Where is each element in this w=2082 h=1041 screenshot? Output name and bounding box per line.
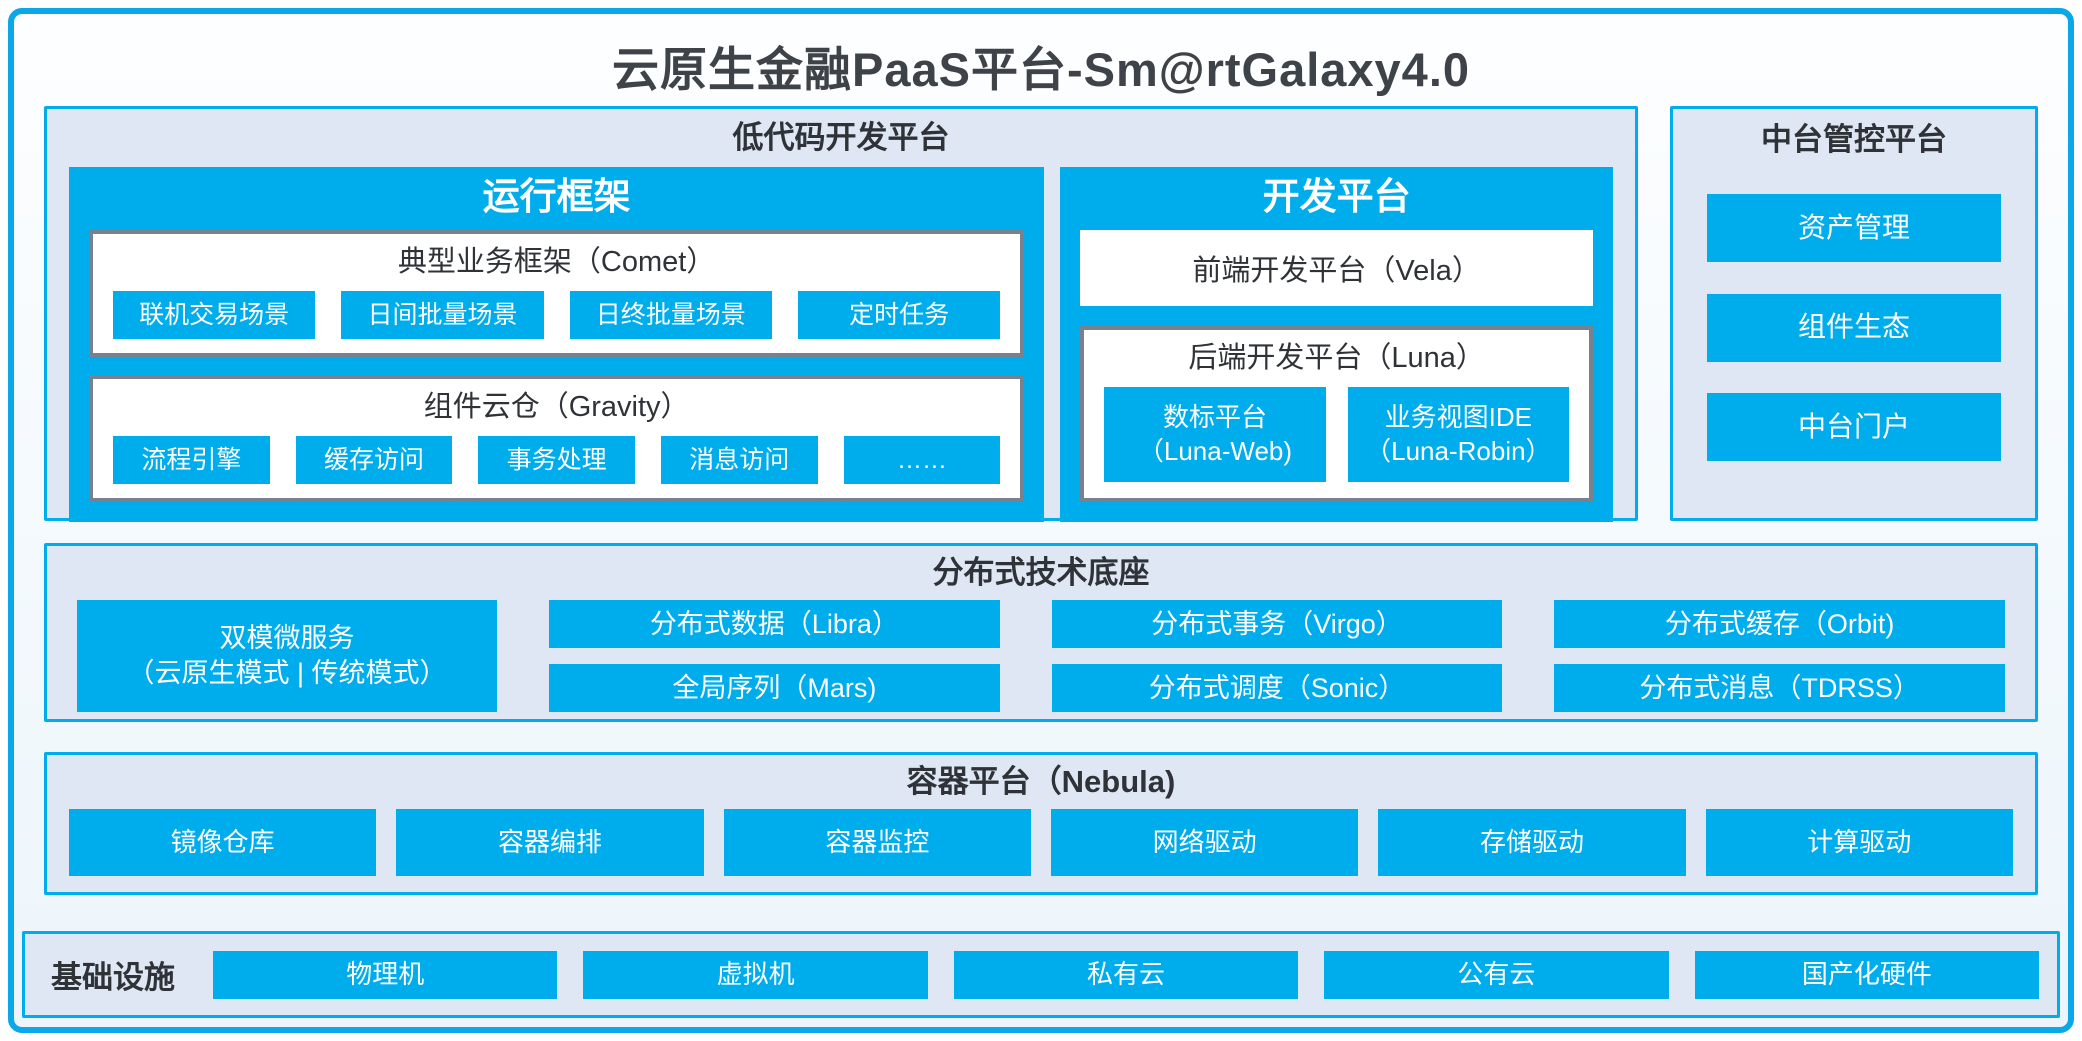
distributed-heading: 分布式技术底座 [932,555,1150,590]
container-heading: 容器平台（Nebula) [906,764,1176,799]
box-vela: 前端开发平台（Vela） [1080,229,1593,306]
luna-web-line1: 数标平台 [1162,402,1267,432]
mid-node-component-ecosystem: 组件生态 [1707,293,2001,362]
infra-node-virtual-machine: 虚拟机 [583,950,928,999]
gravity-node-message-access: 消息访问 [660,436,818,485]
outer-frame: 云原生金融PaaS平台-Sm@rtGalaxy4.0 低代码开发平台 运行框架 … [8,8,2074,1033]
gravity-node-row: 流程引擎 缓存访问 事务处理 消息访问 …… [113,436,1001,485]
dist-node-message-tdrss: 分布式消息（TDRSS） [1554,664,2006,713]
luna-heading: 后端开发平台（Luna） [1188,341,1485,374]
luna-robin-line1: 业务视图IDE [1384,402,1532,432]
infrastructure-node-row: 物理机 虚拟机 私有云 公有云 国产化硬件 [213,950,2040,999]
comet-heading: 典型业务框架（Comet） [397,245,716,278]
distributed-body: 双模微服务 （云原生模式 | 传统模式） 分布式数据（Libra） 全局序列（M… [77,600,2006,713]
lowcode-body: 运行框架 典型业务框架（Comet） 联机交易场景 日间批量场景 日终批量场景 … [69,167,1613,523]
diagram-title: 云原生金融PaaS平台-Sm@rtGalaxy4.0 [611,42,1471,96]
lowcode-heading: 低代码开发平台 [732,120,950,155]
gravity-heading: 组件云仓（Gravity） [423,391,690,424]
infra-node-public-cloud: 公有云 [1324,950,1669,999]
gravity-node-transaction: 事务处理 [478,436,635,485]
luna-node-robin: 业务视图IDE （Luna-Robin） [1347,387,1570,483]
container-node-monitoring: 容器监控 [723,809,1031,876]
comet-node-eod-batch: 日终批量场景 [569,291,772,340]
box-comet: 典型业务框架（Comet） 联机交易场景 日间批量场景 日终批量场景 定时任务 [89,229,1025,358]
dist-col-3: 分布式缓存（Orbit) 分布式消息（TDRSS） [1554,600,2006,713]
container-node-network-driver: 网络驱动 [1050,809,1359,876]
dist-col-1: 分布式数据（Libra） 全局序列（Mars) [549,600,1000,713]
top-row: 低代码开发平台 运行框架 典型业务框架（Comet） 联机交易场景 日间批量场景… [44,106,2038,523]
luna-node-web: 数标平台 （Luna-Web) [1104,387,1326,483]
container-node-image-registry: 镜像仓库 [69,809,377,876]
box-luna: 后端开发平台（Luna） 数标平台 （Luna-Web) 业务视图IDE （Lu… [1080,325,1593,503]
panel-mid-platform: 中台管控平台 资产管理 组件生态 中台门户 [1670,106,2038,521]
container-node-row: 镜像仓库 容器编排 容器监控 网络驱动 存储驱动 计算驱动 [69,809,2013,876]
devplat-heading: 开发平台 [1262,176,1411,218]
dist-node-data-libra: 分布式数据（Libra） [549,600,1000,649]
infra-node-domestic-hardware: 国产化硬件 [1694,950,2040,999]
luna-robin-line2: （Luna-Robin） [1365,435,1552,466]
dist-node-dual-mode-microservice: 双模微服务 （云原生模式 | 传统模式） [77,600,497,713]
midplatform-node-column: 资产管理 组件生态 中台门户 [1707,163,2001,492]
box-gravity: 组件云仓（Gravity） 流程引擎 缓存访问 事务处理 消息访问 …… [89,375,1025,503]
dist-col-2: 分布式事务（Virgo） 分布式调度（Sonic） [1051,600,1503,713]
comet-node-daytime-batch: 日间批量场景 [341,291,544,340]
panel-dev-platform: 开发平台 前端开发平台（Vela） 后端开发平台（Luna） 数标平台 （Lun… [1060,167,1613,523]
dist-node-scheduling-sonic: 分布式调度（Sonic） [1051,664,1503,713]
infra-node-private-cloud: 私有云 [953,950,1299,999]
midplatform-heading: 中台管控平台 [1761,122,1947,157]
panel-lowcode-platform: 低代码开发平台 运行框架 典型业务框架（Comet） 联机交易场景 日间批量场景… [44,106,1638,523]
luna-web-line2: （Luna-Web) [1137,435,1293,466]
comet-node-scheduled-task: 定时任务 [797,291,1001,340]
panel-runtime-framework: 运行框架 典型业务框架（Comet） 联机交易场景 日间批量场景 日终批量场景 … [69,167,1045,523]
mid-node-portal: 中台门户 [1707,392,2001,461]
container-node-storage-driver: 存储驱动 [1378,809,1686,876]
gravity-node-cache-access: 缓存访问 [295,436,453,485]
runtime-heading: 运行框架 [482,176,631,218]
dual-mode-line1: 双模微服务 [219,623,355,653]
infrastructure-label: 基础设施 [51,960,175,995]
container-node-orchestration: 容器编排 [396,809,704,876]
dist-node-cache-orbit: 分布式缓存（Orbit) [1554,600,2006,649]
gravity-node-process-engine: 流程引擎 [113,436,270,485]
infra-node-physical-machine: 物理机 [213,950,558,999]
comet-node-online-trading: 联机交易场景 [113,291,316,340]
panel-infrastructure: 基础设施 物理机 虚拟机 私有云 公有云 国产化硬件 [22,931,2060,1018]
container-node-compute-driver: 计算驱动 [1705,809,2013,876]
dual-mode-line2: （云原生模式 | 传统模式） [127,658,447,689]
gravity-node-ellipsis: …… [843,436,1001,485]
mid-node-asset-management: 资产管理 [1707,194,2001,263]
panel-distributed-base: 分布式技术底座 双模微服务 （云原生模式 | 传统模式） 分布式数据（Libra… [44,543,2038,722]
luna-node-row: 数标平台 （Luna-Web) 业务视图IDE （Luna-Robin） [1104,387,1570,483]
dist-node-transaction-virgo: 分布式事务（Virgo） [1051,600,1503,649]
comet-node-row: 联机交易场景 日间批量场景 日终批量场景 定时任务 [113,291,1001,340]
panel-container-platform: 容器平台（Nebula) 镜像仓库 容器编排 容器监控 网络驱动 存储驱动 计算… [44,752,2038,895]
dist-node-sequence-mars: 全局序列（Mars) [549,664,1000,713]
